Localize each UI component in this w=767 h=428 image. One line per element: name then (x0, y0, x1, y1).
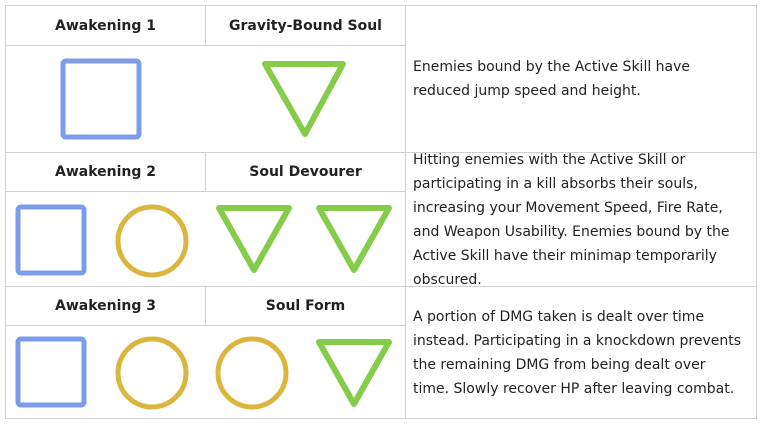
square-icon (60, 58, 142, 140)
soul-devourer-header: Soul Devourer (206, 153, 405, 191)
circle-icon (215, 336, 289, 410)
circle-icon (115, 204, 189, 278)
triangle-icon (216, 205, 292, 273)
awakening-1-header: Awakening 1 (6, 6, 205, 45)
awakening-2-icons (6, 192, 405, 286)
awakening-2-header: Awakening 2 (6, 153, 205, 191)
gravity-bound-soul-description: Enemies bound by the Active Skill have r… (413, 59, 691, 99)
soul-form-description: A portion of DMG taken is dealt over tim… (413, 308, 742, 397)
awakenings-table: Awakening 1 Gravity-Bound Soul Enemies b… (5, 5, 757, 419)
triangle-icon (262, 61, 346, 137)
triangle-icon (316, 205, 392, 273)
square-icon (15, 204, 87, 276)
gravity-bound-soul-header: Gravity-Bound Soul (206, 6, 405, 45)
square-icon (15, 336, 87, 408)
awakening-3-header: Awakening 3 (6, 287, 205, 325)
awakening-3-icons (6, 326, 405, 418)
soul-form-header: Soul Form (206, 287, 405, 325)
triangle-icon (316, 339, 392, 407)
awakening-1-icons (6, 46, 405, 152)
circle-icon (115, 336, 189, 410)
soul-devourer-description: Hitting enemies with the Active Skill or… (413, 151, 730, 288)
